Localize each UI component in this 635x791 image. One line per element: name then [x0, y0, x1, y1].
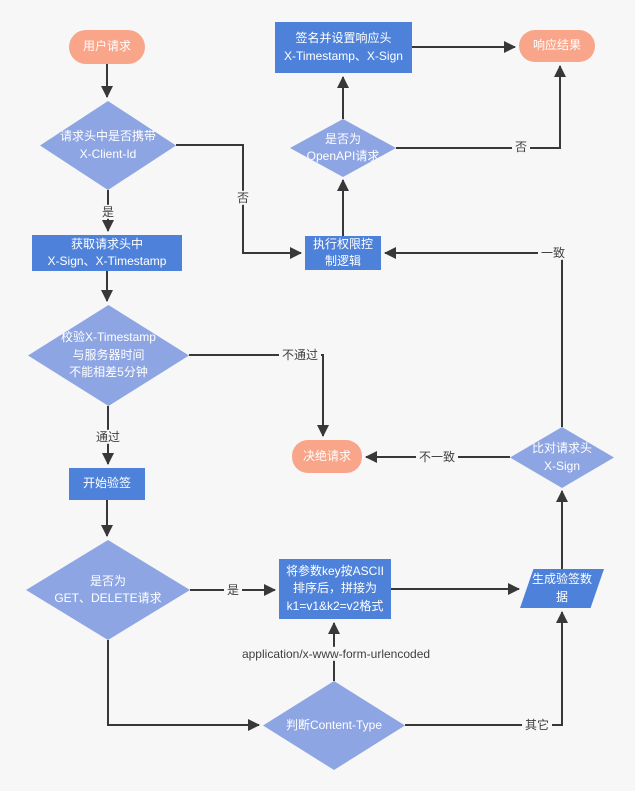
node-generate-sign-data: 生成验签数 据 — [520, 569, 604, 608]
edge-comparesign-match — [384, 247, 563, 427]
edge-label-timestamp-pass: 通过 — [92, 429, 124, 445]
node-response-result: 响应结果 — [519, 30, 595, 62]
node-exec-permission: 执行权限控 制逻辑 — [305, 236, 381, 270]
node-start-verify: 开始验签 — [69, 468, 145, 500]
edge-label-content-type-other: 其它 — [521, 717, 553, 733]
node-sign-response: 签名并设置响应头 X-Timestamp、X-Sign — [275, 22, 412, 73]
edge-label-client-id-yes: 是 — [98, 204, 118, 220]
edge-checkmethod-to-contenttype — [107, 640, 260, 731]
edge-label-client-id-no: 否 — [233, 190, 253, 206]
edge-label-sign-mismatch: 不一致 — [415, 449, 459, 465]
node-user-request: 用户请求 — [69, 30, 145, 64]
node-sort-params: 将参数key按ASCII 排序后，拼接为 k1=v1&k2=v2格式 — [279, 559, 391, 619]
node-reject-request: 决绝请求 — [292, 440, 362, 473]
edge-label-sign-match: 一致 — [537, 245, 569, 261]
edge-verifyts-fail — [189, 354, 329, 437]
edge-label-content-type-form: application/x-www-form-urlencoded — [238, 646, 434, 662]
edge-checkopenapi-no — [396, 65, 566, 149]
edge-contenttype-other — [405, 611, 568, 726]
edge-label-timestamp-fail: 不通过 — [278, 347, 322, 363]
node-get-headers: 获取请求头中 X-Sign、X-Timestamp — [32, 235, 182, 271]
edge-label-openapi-no: 否 — [511, 139, 531, 155]
edge-label-method-yes: 是 — [223, 582, 243, 598]
